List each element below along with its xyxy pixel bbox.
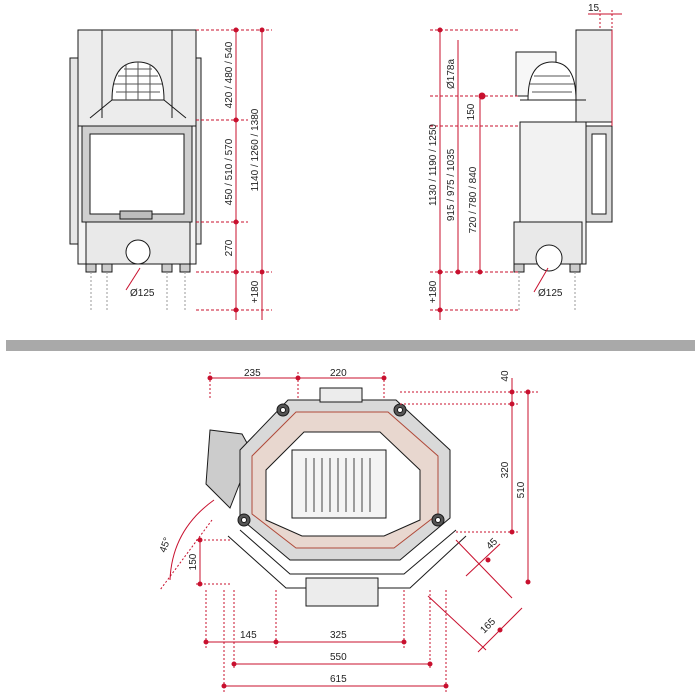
- front-dim-door: 450 / 510 / 570: [224, 138, 235, 205]
- plan-dim-165-diag: 165: [478, 616, 498, 636]
- front-glass: [89, 133, 185, 215]
- plan-front-glass: [239, 529, 457, 575]
- side-collar-diameter: Ø178a: [446, 59, 457, 89]
- side-outlet: [535, 244, 563, 272]
- side-dim-overall: 1130 / 1190 / 1250: [428, 124, 439, 206]
- plan-angle-45: 45°: [158, 536, 174, 554]
- plan-dim-45-diag: 45: [484, 536, 500, 552]
- front-outlet-diameter: Ø125: [130, 288, 155, 299]
- plan-view: [205, 387, 467, 607]
- front-dim-hood: 420 / 480 / 540: [224, 41, 235, 108]
- front-door-handle: [119, 210, 153, 220]
- front-dim-base: 270: [224, 239, 235, 256]
- front-side-panel-right: [195, 57, 202, 245]
- front-view: [69, 29, 202, 310]
- plan-dim-145: 145: [240, 630, 257, 641]
- plan-dim-320: 320: [500, 461, 511, 478]
- side-outlet-diameter: Ø125: [538, 288, 563, 299]
- side-rear-panel: [575, 29, 613, 123]
- plan-dim-550: 550: [330, 652, 347, 663]
- plan-dim-235: 235: [244, 368, 261, 379]
- side-top-offset: 15: [588, 3, 600, 14]
- plan-dim-510: 510: [516, 481, 527, 498]
- front-side-panel-left: [69, 57, 79, 245]
- side-flue-dome: [527, 61, 577, 101]
- plan-outlet: [305, 577, 379, 607]
- plan-dim-150: 150: [188, 553, 199, 570]
- plan-dim-615: 615: [330, 674, 347, 685]
- front-dim-overall: 1140 / 1260 / 1380: [250, 108, 261, 191]
- plan-dim-220: 220: [330, 368, 347, 379]
- front-dimensions: [125, 27, 272, 320]
- side-dim-plus180: +180: [428, 280, 439, 303]
- plan-dim-40: 40: [500, 370, 511, 382]
- side-view: [513, 29, 613, 310]
- front-dim-plus180: +180: [250, 280, 261, 303]
- side-dimensions: [430, 10, 622, 320]
- section-separator-band: [6, 340, 695, 351]
- side-base: [513, 221, 583, 265]
- plan-top-collar: [319, 387, 363, 403]
- side-offset-150: 150: [466, 103, 477, 120]
- front-outlet: [125, 239, 151, 265]
- plan-dim-325: 325: [330, 630, 347, 641]
- plan-dimensions: [159, 372, 540, 692]
- side-dim-lower: 720 / 780 / 840: [468, 166, 479, 233]
- side-dim-middle: 915 / 975 / 1035: [446, 148, 457, 221]
